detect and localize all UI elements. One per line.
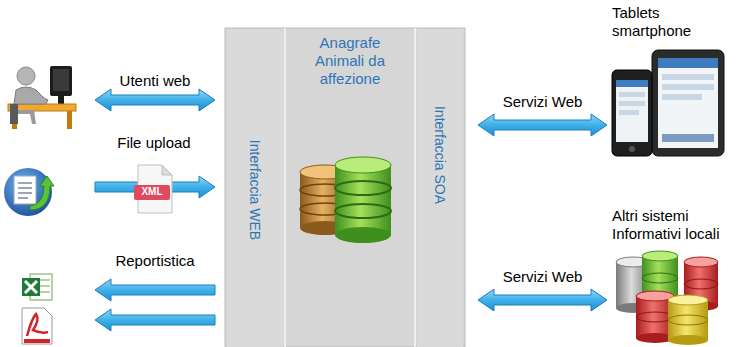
web-user-icon xyxy=(8,66,76,129)
databases-icon xyxy=(616,251,718,345)
tablet-smartphone-icon xyxy=(658,58,718,148)
registry-column: Anagrafe Animali da affezione xyxy=(285,28,415,347)
database-icon xyxy=(335,165,391,235)
databases-icon xyxy=(684,257,718,267)
pdf-icon xyxy=(22,308,52,344)
block-arrow xyxy=(95,89,215,111)
block-arrow xyxy=(95,89,215,331)
edge-label: Servizi Web xyxy=(503,93,583,110)
database-icon xyxy=(335,157,391,173)
system-panel xyxy=(225,28,465,347)
web-user-icon xyxy=(18,110,36,124)
vertical-label: Interfaccia WEB xyxy=(247,140,264,240)
file-upload-icon xyxy=(18,197,28,199)
node-heading: Anagrafe Animali da affezione xyxy=(300,34,400,88)
file-upload-icon xyxy=(4,168,54,216)
system-panel xyxy=(225,28,465,347)
tablet-smartphone-icon xyxy=(662,134,714,142)
databases-icon xyxy=(684,279,718,289)
block-arrow xyxy=(95,309,215,331)
system-panel xyxy=(227,30,283,347)
tablet-smartphone-icon xyxy=(616,80,648,87)
file-upload-icon xyxy=(14,176,36,204)
file-upload-icon xyxy=(18,182,32,184)
databases-icon xyxy=(642,273,678,283)
tablet-smartphone-icon xyxy=(612,70,652,156)
tablet-smartphone-icon xyxy=(616,80,648,142)
web-user-icon xyxy=(8,104,76,111)
interface-column: Interfaccia SOA xyxy=(415,28,465,347)
database-icon xyxy=(300,157,391,243)
tablet-smartphone-icon xyxy=(619,110,639,115)
block-arrow xyxy=(95,279,215,301)
flow-label: Utenti web xyxy=(120,72,191,89)
edge-label: Servizi Web xyxy=(503,268,583,285)
tablet-smartphone-icon xyxy=(619,92,645,97)
pdf-icon xyxy=(24,339,50,343)
database-icon xyxy=(335,204,391,218)
xml-file-icon xyxy=(134,165,172,213)
web-user-icon xyxy=(58,96,64,104)
flow-label: File upload xyxy=(117,134,190,151)
device-group: Tablets smartphone xyxy=(612,2,738,165)
system-panel xyxy=(284,28,286,347)
pdf-icon xyxy=(27,314,48,336)
file-upload-icon xyxy=(30,176,54,210)
databases-icon xyxy=(668,300,708,340)
tablet-smartphone-icon xyxy=(652,50,724,156)
xml-file-icon xyxy=(134,185,170,200)
tablet-smartphone-icon xyxy=(662,74,714,80)
database-icon xyxy=(335,227,391,243)
vertical-label: Interfaccia SOA xyxy=(432,106,449,204)
databases-icon xyxy=(642,251,678,261)
web-user-icon xyxy=(14,87,48,104)
web-service-arrow xyxy=(478,114,607,136)
xml-file-icon xyxy=(162,165,172,175)
tablet-smartphone-icon xyxy=(629,146,635,152)
pdf-icon xyxy=(22,308,52,344)
tablet-smartphone-icon xyxy=(662,84,714,90)
system-panel xyxy=(417,30,463,347)
databases-icon xyxy=(668,295,708,305)
interface-column: Interfaccia WEB xyxy=(225,28,285,347)
tablet-smartphone-icon xyxy=(619,101,645,106)
web-user-icon xyxy=(53,69,69,91)
system-panel xyxy=(414,28,416,347)
tablet-smartphone-icon xyxy=(662,94,702,100)
file-upload-icon xyxy=(18,192,32,194)
file-type-tag: XML xyxy=(141,186,162,197)
excel-icon xyxy=(22,278,40,296)
file-upload-icon xyxy=(18,187,32,189)
databases-icon xyxy=(668,335,708,345)
web-user-icon xyxy=(67,111,72,129)
web-user-icon xyxy=(10,104,18,124)
local-systems-group: Altri sistemi Informativi locali xyxy=(612,205,744,345)
node-heading: Tablets smartphone xyxy=(612,4,722,40)
excel-icon xyxy=(22,274,52,300)
flow-label: Reportistica xyxy=(115,252,194,269)
web-user-icon xyxy=(17,67,35,85)
database-icon xyxy=(335,181,391,195)
tablet-smartphone-icon xyxy=(658,58,718,68)
web-user-icon xyxy=(50,66,72,96)
excel-icon xyxy=(25,281,37,293)
databases-icon xyxy=(668,315,708,325)
node-heading: Altri sistemi Informativi locali xyxy=(612,207,740,243)
web-service-arrow xyxy=(478,289,607,311)
tablet-smartphone-icon xyxy=(612,50,724,156)
